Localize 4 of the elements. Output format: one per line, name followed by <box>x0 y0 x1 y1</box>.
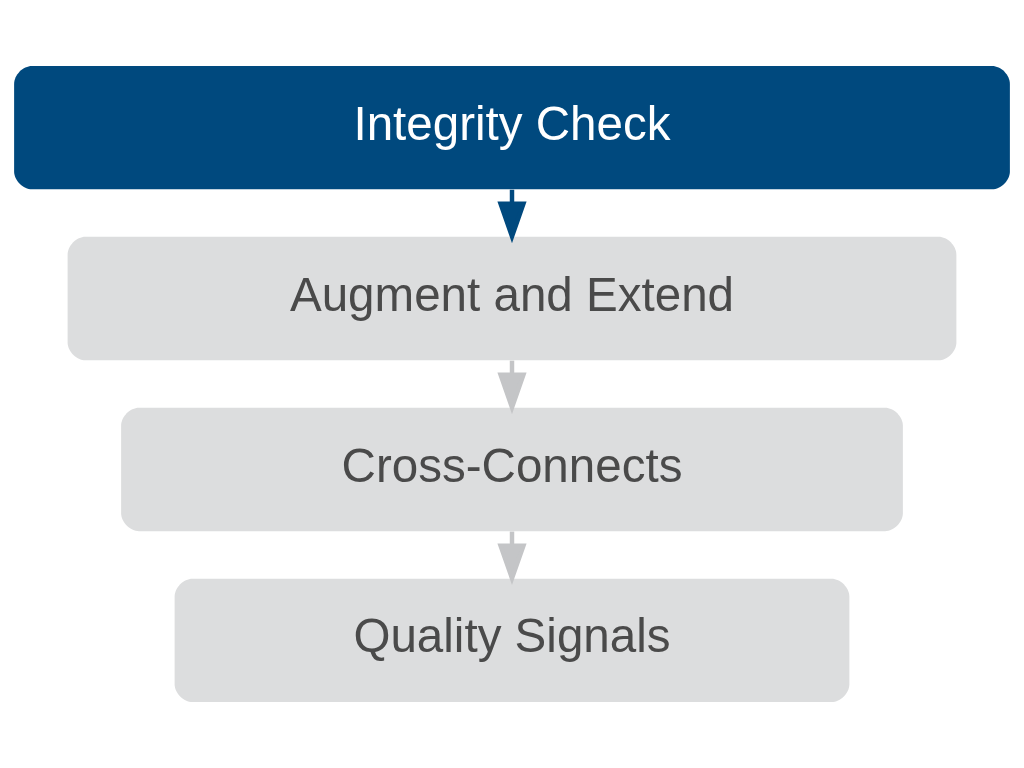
node-box: Augment and Extend <box>67 236 957 361</box>
node-box: Integrity Check <box>14 65 1010 190</box>
node-box: Quality Signals <box>174 578 850 703</box>
node-box: Cross-Connects <box>121 407 903 532</box>
